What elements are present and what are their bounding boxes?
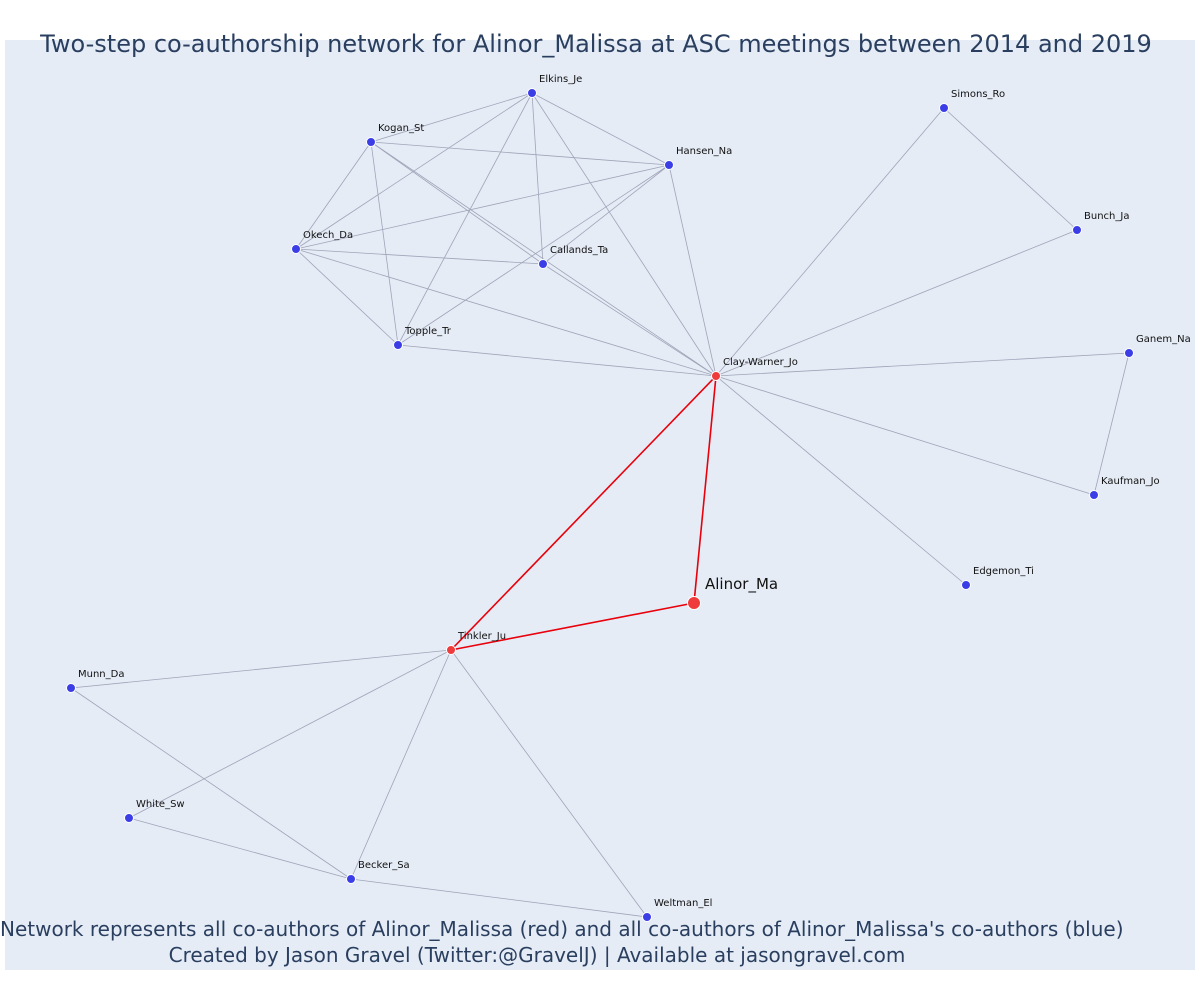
node-label-Weltman_El: Weltman_El bbox=[654, 898, 712, 909]
edge-Alinor_Ma-Clay-Warner_Jo bbox=[693, 375, 717, 604]
node-label-Topple_Tr: Topple_Tr bbox=[404, 326, 452, 337]
plot-background bbox=[5, 40, 1195, 970]
node-Ganem_Na[interactable] bbox=[1124, 348, 1134, 358]
edge-Kogan_St-Topple_Tr bbox=[370, 141, 399, 346]
edge-Hansen_Na-Callands_Ta bbox=[542, 164, 670, 265]
edge-Clay-Warner_Jo-Tinkler_Ju bbox=[450, 375, 717, 651]
node-Topple_Tr[interactable] bbox=[393, 340, 403, 350]
node-White_Sw[interactable] bbox=[124, 813, 134, 823]
node-Clay-Warner_Jo[interactable] bbox=[711, 371, 721, 381]
edge-Hansen_Na-Topple_Tr bbox=[397, 164, 670, 346]
node-label-Ganem_Na: Ganem_Na bbox=[1136, 334, 1191, 345]
edge-Hansen_Na-Okech_Da bbox=[295, 164, 670, 250]
node-Kaufman_Jo[interactable] bbox=[1089, 490, 1099, 500]
edge-Tinkler_Ju-Becker_Sa bbox=[350, 649, 452, 880]
edge-Kogan_St-Okech_Da bbox=[295, 141, 372, 250]
node-Edgemon_Ti[interactable] bbox=[961, 580, 971, 590]
edge-Clay-Warner_Jo-Hansen_Na bbox=[668, 164, 717, 377]
edge-Alinor_Ma-Tinkler_Ju bbox=[450, 602, 695, 651]
node-label-Kaufman_Jo: Kaufman_Jo bbox=[1101, 476, 1160, 487]
edge-Clay-Warner_Jo-Callands_Ta bbox=[542, 263, 717, 377]
edge-Clay-Warner_Jo-Simons_Ro bbox=[715, 107, 945, 377]
node-Tinkler_Ju[interactable] bbox=[446, 645, 456, 655]
nodes-layer bbox=[66, 88, 1134, 922]
edge-Elkins_Je-Okech_Da bbox=[295, 92, 533, 250]
node-Simons_Ro[interactable] bbox=[939, 103, 949, 113]
edge-Clay-Warner_Jo-Topple_Tr bbox=[397, 344, 717, 377]
edge-Tinkler_Ju-Weltman_El bbox=[450, 649, 648, 918]
node-Elkins_Je[interactable] bbox=[527, 88, 537, 98]
edge-Elkins_Je-Kogan_St bbox=[370, 92, 533, 143]
node-label-Alinor_Ma: Alinor_Ma bbox=[705, 575, 778, 594]
node-Bunch_Ja[interactable] bbox=[1072, 225, 1082, 235]
node-label-Okech_Da: Okech_Da bbox=[303, 230, 353, 241]
node-Callands_Ta[interactable] bbox=[538, 259, 548, 269]
edge-Clay-Warner_Jo-Ganem_Na bbox=[715, 352, 1130, 377]
node-label-Bunch_Ja: Bunch_Ja bbox=[1084, 211, 1129, 222]
node-label-Hansen_Na: Hansen_Na bbox=[676, 146, 732, 157]
node-label-Simons_Ro: Simons_Ro bbox=[951, 89, 1005, 100]
node-label-Elkins_Je: Elkins_Je bbox=[539, 74, 582, 85]
edge-Tinkler_Ju-Munn_Da bbox=[70, 649, 452, 689]
edge-White_Sw-Becker_Sa bbox=[128, 817, 352, 880]
node-Kogan_St[interactable] bbox=[366, 137, 376, 147]
chart-title: Two-step co-authorship network for Alino… bbox=[40, 30, 1152, 58]
node-label-Clay-Warner_Jo: Clay-Warner_Jo bbox=[723, 357, 798, 368]
edge-Tinkler_Ju-White_Sw bbox=[128, 649, 452, 819]
node-Okech_Da[interactable] bbox=[291, 244, 301, 254]
edge-Clay-Warner_Jo-Okech_Da bbox=[295, 248, 717, 377]
edge-Clay-Warner_Jo-Kogan_St bbox=[370, 141, 717, 377]
edge-Okech_Da-Callands_Ta bbox=[295, 248, 544, 265]
edge-Becker_Sa-Weltman_El bbox=[350, 878, 648, 918]
edges-layer bbox=[70, 92, 1130, 918]
edge-Clay-Warner_Jo-Elkins_Je bbox=[531, 92, 717, 377]
node-label-Kogan_St: Kogan_St bbox=[378, 123, 424, 134]
footer-caption: Network represents all co-authors of Ali… bbox=[0, 917, 1124, 941]
edge-Simons_Ro-Bunch_Ja bbox=[943, 107, 1078, 231]
edge-Munn_Da-Becker_Sa bbox=[70, 687, 352, 880]
edge-Okech_Da-Topple_Tr bbox=[295, 248, 399, 346]
node-label-Munn_Da: Munn_Da bbox=[78, 669, 124, 680]
node-label-Tinkler_Ju: Tinkler_Ju bbox=[457, 631, 506, 642]
edge-Elkins_Je-Callands_Ta bbox=[531, 92, 544, 265]
edge-Clay-Warner_Jo-Edgemon_Ti bbox=[715, 375, 967, 586]
node-Weltman_El[interactable] bbox=[642, 912, 652, 922]
node-Hansen_Na[interactable] bbox=[664, 160, 674, 170]
edge-Elkins_Je-Topple_Tr bbox=[397, 92, 533, 346]
node-Alinor_Ma[interactable] bbox=[687, 596, 701, 610]
node-label-Becker_Sa: Becker_Sa bbox=[358, 860, 410, 871]
edge-Clay-Warner_Jo-Bunch_Ja bbox=[715, 229, 1078, 377]
edge-Kogan_St-Callands_Ta bbox=[370, 141, 544, 265]
edge-Elkins_Je-Hansen_Na bbox=[531, 92, 670, 166]
edge-Kogan_St-Hansen_Na bbox=[370, 141, 670, 166]
node-Becker_Sa[interactable] bbox=[346, 874, 356, 884]
node-label-Callands_Ta: Callands_Ta bbox=[550, 245, 608, 256]
node-label-Edgemon_Ti: Edgemon_Ti bbox=[973, 566, 1034, 577]
node-Munn_Da[interactable] bbox=[66, 683, 76, 693]
footer-credit: Created by Jason Gravel (Twitter:@Gravel… bbox=[168, 943, 906, 967]
edge-Ganem_Na-Kaufman_Jo bbox=[1093, 352, 1130, 496]
edge-Clay-Warner_Jo-Kaufman_Jo bbox=[715, 375, 1095, 496]
node-label-White_Sw: White_Sw bbox=[136, 799, 185, 810]
